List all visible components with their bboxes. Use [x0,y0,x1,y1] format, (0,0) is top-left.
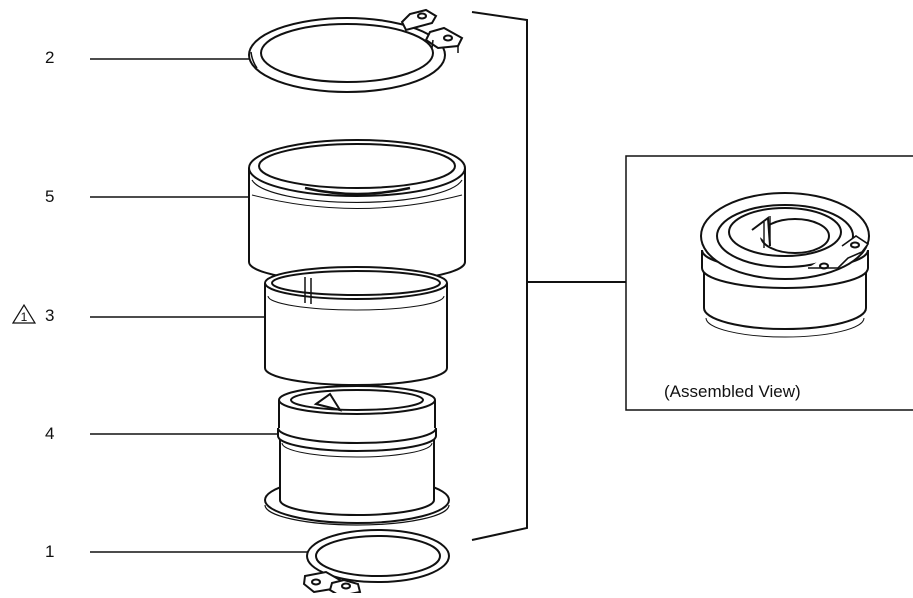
warning-triangle-icon: 1 [11,303,37,324]
outer-sleeve [248,139,466,283]
snap-ring-top [248,8,464,93]
middle-sleeve [264,266,448,386]
callout-5: 5 [45,187,55,206]
assembled-view-caption: (Assembled View) [664,382,801,401]
inner-sleeve [264,385,450,526]
assembled-view-illustration [700,192,870,338]
callout-3: 3 [45,306,55,325]
leader-lines [90,58,318,553]
inset-frame [625,155,913,411]
assembly-bracket [471,11,626,541]
callout-1: 1 [45,542,55,561]
snap-ring-bottom [302,529,450,598]
callout-2: 2 [45,48,55,67]
warning-marker-number: 1 [21,310,28,324]
callout-4: 4 [45,424,55,443]
